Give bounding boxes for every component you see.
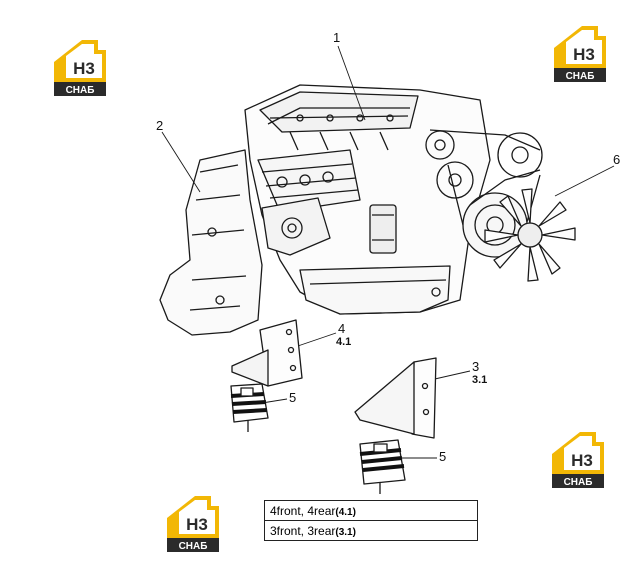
callout-6: 6 [613, 152, 621, 167]
callout-4-sub: 4.1 [336, 336, 352, 348]
rubber-mount-5-left [230, 383, 269, 432]
svg-text:H3: H3 [571, 451, 593, 470]
mounting-bracket-4 [231, 319, 303, 387]
legend-row: 4front, 4rear(4.1) [264, 500, 478, 521]
svg-text:СНАБ: СНАБ [566, 71, 595, 82]
svg-text:H3: H3 [73, 59, 95, 78]
legend-cell: 3front, 3rear(3.1) [264, 520, 478, 541]
callout-1: 1 [333, 30, 341, 45]
fan-blades [484, 188, 576, 282]
svg-text:СНАБ: СНАБ [66, 85, 95, 96]
mounting-bracket-3 [354, 357, 437, 439]
callout-4: 4 [338, 321, 346, 336]
callout-3: 3 [472, 359, 480, 374]
svg-text:СНАБ: СНАБ [564, 477, 593, 488]
svg-text:H3: H3 [186, 515, 208, 534]
callout-5-left: 5 [289, 390, 297, 405]
svg-text:H3: H3 [573, 45, 595, 64]
legend-table: 4front, 4rear(4.1) 3front, 3rear(3.1) [264, 500, 478, 541]
pulley-belt-fan-assembly [425, 129, 576, 282]
legend-cell: 4front, 4rear(4.1) [264, 500, 478, 521]
legend-row: 3front, 3rear(3.1) [264, 520, 478, 541]
legend-main-text: 3front, 3rear [270, 523, 336, 538]
rubber-mount-5-right [359, 439, 406, 494]
callout-5-right: 5 [439, 449, 447, 464]
engine-block [244, 84, 491, 315]
legend-sub-text: (4.1) [335, 506, 356, 518]
flywheel-housing [159, 149, 263, 336]
svg-text:СНАБ: СНАБ [179, 541, 208, 552]
callout-2: 2 [156, 118, 164, 133]
legend-sub-text: (3.1) [335, 526, 356, 538]
callout-3-sub: 3.1 [472, 374, 488, 386]
legend-main-text: 4front, 4rear [270, 503, 336, 518]
